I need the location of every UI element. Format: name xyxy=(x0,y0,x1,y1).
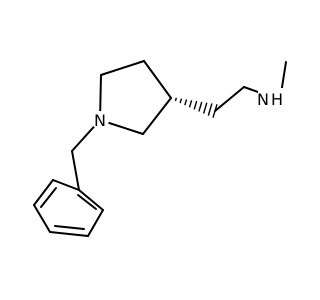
hash-stroke xyxy=(198,101,203,112)
bond-ar-inner-b xyxy=(54,225,85,230)
bond-ar-1-2 xyxy=(52,179,80,191)
bond-ar-3-4 xyxy=(33,204,51,233)
bond-ar-6-1 xyxy=(78,189,104,211)
bond-c4-c5 xyxy=(142,97,172,135)
bond-ar-inner-c xyxy=(77,194,97,210)
hash-stroke xyxy=(179,98,183,104)
bond-c3-c4 xyxy=(143,60,172,99)
ring-nitrogen-label: N xyxy=(94,111,106,130)
bond-ca-cb xyxy=(214,86,245,112)
bond-ch2-ipso xyxy=(71,150,80,191)
bond-ar-inner-a xyxy=(40,187,57,208)
hash-stroke xyxy=(193,100,198,110)
structure-diagram: N N H xyxy=(33,60,288,237)
hash-stroke xyxy=(184,99,188,106)
hashed-wedge-bond xyxy=(174,97,218,118)
hash-stroke xyxy=(202,102,208,114)
bond-ar-4-5 xyxy=(49,231,89,237)
hash-stroke xyxy=(174,97,178,102)
atom-ring-nitrogen: N xyxy=(91,111,109,130)
hash-stroke xyxy=(188,100,193,108)
bond-ar-2-3 xyxy=(33,179,54,206)
amine-hydrogen-label: H xyxy=(271,90,283,109)
bond-ar-5-6 xyxy=(87,209,104,237)
amine-nitrogen-label: N xyxy=(257,90,269,109)
pyrrolidine-ring xyxy=(99,60,172,135)
atom-amine-nitrogen: N H xyxy=(257,88,288,110)
benzene-ring xyxy=(33,179,104,237)
hash-stroke xyxy=(207,103,213,116)
bond-c2-c3 xyxy=(100,60,145,76)
